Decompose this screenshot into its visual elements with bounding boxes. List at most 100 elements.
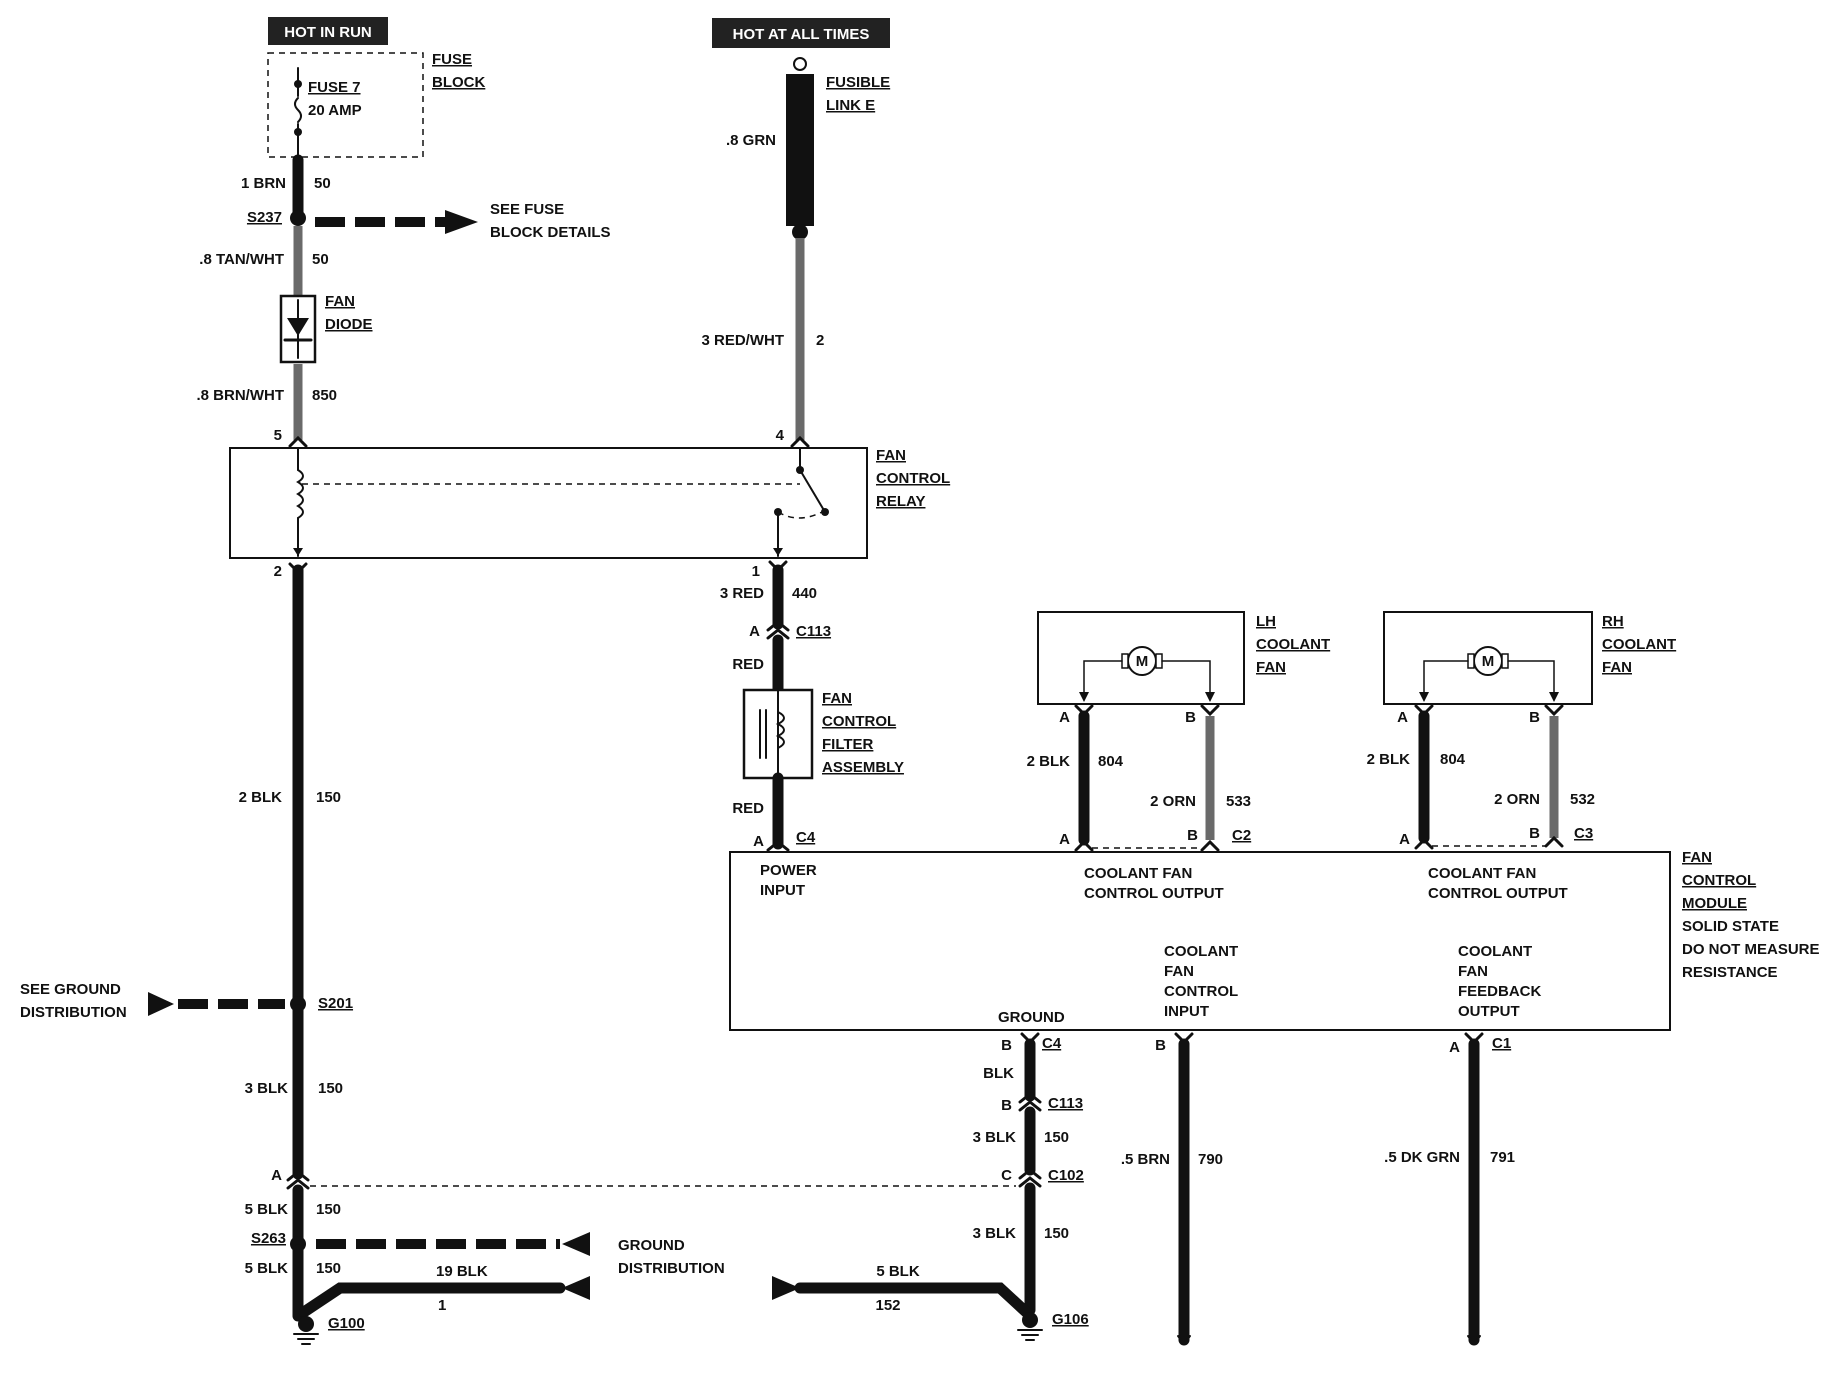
svg-text:GROUND: GROUND	[618, 1237, 685, 1254]
svg-text:150: 150	[316, 789, 341, 806]
ground-g100-icon	[293, 1316, 319, 1345]
svg-text:.8 TAN/WHT: .8 TAN/WHT	[199, 251, 284, 268]
fuse-block: FUSE 7 20 AMP FUSE BLOCK	[267, 51, 485, 158]
see-fuse-block-details-2: BLOCK DETAILS	[490, 224, 611, 241]
svg-text:HOT AT ALL TIMES: HOT AT ALL TIMES	[733, 26, 870, 43]
svg-text:C3: C3	[1574, 825, 1593, 842]
fan-control-relay: FAN CONTROL RELAY	[229, 447, 950, 559]
svg-text:A: A	[1399, 831, 1410, 848]
svg-text:S237: S237	[247, 209, 282, 226]
svg-text:2 BLK: 2 BLK	[239, 789, 283, 806]
lh-coolant-fan: M LH COOLANT FAN A B 2 BLK 804 2 ORN 533…	[1027, 611, 1330, 852]
svg-text:3 BLK: 3 BLK	[973, 1225, 1017, 1242]
svg-text:A: A	[271, 1167, 282, 1184]
svg-text:RED: RED	[732, 800, 764, 817]
svg-text:A: A	[753, 833, 764, 850]
svg-text:790: 790	[1198, 1151, 1223, 1168]
fuse-block-title-2: BLOCK	[432, 74, 485, 91]
svg-text:150: 150	[1044, 1225, 1069, 1242]
svg-text:1 BRN: 1 BRN	[241, 175, 286, 192]
svg-text:FUSIBLE: FUSIBLE	[826, 74, 890, 91]
svg-text:.8 GRN: .8 GRN	[726, 132, 776, 149]
svg-text:COOLANT FAN: COOLANT FAN	[1084, 865, 1192, 882]
svg-text:.5 DK GRN: .5 DK GRN	[1384, 1149, 1460, 1166]
svg-text:FEEDBACK: FEEDBACK	[1458, 983, 1542, 1000]
svg-text:B: B	[1001, 1037, 1012, 1054]
lh-motor-icon: M	[1136, 653, 1149, 670]
svg-text:A: A	[1059, 831, 1070, 848]
svg-text:CONTROL OUTPUT: CONTROL OUTPUT	[1428, 885, 1568, 902]
svg-text:C2: C2	[1232, 827, 1251, 844]
svg-text:C1: C1	[1492, 1035, 1511, 1052]
svg-text:150: 150	[316, 1260, 341, 1277]
svg-text:FAN: FAN	[1602, 659, 1632, 676]
svg-text:FAN: FAN	[325, 293, 355, 310]
svg-text:2 BLK: 2 BLK	[1367, 751, 1411, 768]
svg-text:C4: C4	[796, 829, 816, 846]
svg-text:RED: RED	[732, 656, 764, 673]
svg-text:C113: C113	[1048, 1095, 1083, 1112]
svg-text:G106: G106	[1052, 1311, 1089, 1328]
svg-text:A: A	[1397, 709, 1408, 726]
svg-text:804: 804	[1098, 753, 1124, 770]
svg-text:4: 4	[776, 427, 785, 444]
svg-text:2: 2	[816, 332, 824, 349]
svg-text:INPUT: INPUT	[760, 882, 805, 899]
svg-text:1: 1	[752, 563, 760, 580]
svg-text:B: B	[1001, 1097, 1012, 1114]
svg-text:791: 791	[1490, 1149, 1515, 1166]
svg-text:5 BLK: 5 BLK	[876, 1263, 920, 1280]
svg-text:C4: C4	[1042, 1035, 1062, 1052]
fuse-block-title-1: FUSE	[432, 51, 472, 68]
svg-text:3 BLK: 3 BLK	[245, 1080, 289, 1097]
svg-text:FAN: FAN	[1682, 849, 1712, 866]
svg-text:S263: S263	[251, 1230, 286, 1247]
svg-text:CONTROL: CONTROL	[1682, 872, 1756, 889]
rh-motor-icon: M	[1482, 653, 1495, 670]
svg-text:FAN: FAN	[876, 447, 906, 464]
svg-text:CONTROL: CONTROL	[876, 470, 950, 487]
svg-text:B: B	[1155, 1037, 1166, 1054]
svg-text:440: 440	[792, 585, 817, 602]
rh-coolant-fan: M RH COOLANT FAN A B 2 BLK 804 2 ORN 532…	[1367, 611, 1676, 850]
svg-text:DIODE: DIODE	[325, 316, 373, 333]
svg-text:FAN: FAN	[822, 690, 852, 707]
fan-control-module: FAN CONTROL MODULE SOLID STATE DO NOT ME…	[729, 849, 1820, 1031]
splice-s237	[290, 210, 306, 226]
svg-text:FAN: FAN	[1164, 963, 1194, 980]
svg-text:RELAY: RELAY	[876, 493, 925, 510]
svg-text:150: 150	[316, 1201, 341, 1218]
svg-text:S201: S201	[318, 995, 353, 1012]
svg-text:3 RED/WHT: 3 RED/WHT	[702, 332, 785, 349]
svg-text:RESISTANCE: RESISTANCE	[1682, 964, 1778, 981]
svg-text:CONTROL: CONTROL	[822, 713, 896, 730]
svg-text:5 BLK: 5 BLK	[245, 1201, 289, 1218]
svg-text:FILTER: FILTER	[822, 736, 874, 753]
svg-text:GROUND: GROUND	[998, 1009, 1065, 1026]
svg-text:BLK: BLK	[983, 1065, 1014, 1082]
fan-diode: FAN DIODE	[279, 293, 373, 364]
svg-text:533: 533	[1226, 793, 1251, 810]
svg-text:2: 2	[274, 563, 282, 580]
module-output-wires: B .5 BRN 790 A C1 .5 DK GRN 791	[1121, 1032, 1515, 1346]
fuse-amp: 20 AMP	[308, 102, 362, 119]
svg-text:150: 150	[318, 1080, 343, 1097]
svg-text:5: 5	[274, 427, 282, 444]
svg-text:C: C	[1001, 1167, 1012, 1184]
svg-text:FAN: FAN	[1458, 963, 1488, 980]
svg-text:.5 BRN: .5 BRN	[1121, 1151, 1170, 1168]
svg-text:CONTROL OUTPUT: CONTROL OUTPUT	[1084, 885, 1224, 902]
svg-text:532: 532	[1570, 791, 1595, 808]
svg-text:5 BLK: 5 BLK	[245, 1260, 289, 1277]
svg-text:.8 BRN/WHT: .8 BRN/WHT	[197, 387, 285, 404]
ground-distribution-label: GROUND DISTRIBUTION	[618, 1237, 725, 1277]
svg-text:OUTPUT: OUTPUT	[1458, 1003, 1520, 1020]
relay-output-circuit: 2 1 3 RED 440 A C113 RED FAN CONTROL FIL…	[274, 560, 904, 852]
svg-text:2 BLK: 2 BLK	[1027, 753, 1071, 770]
svg-text:A: A	[1449, 1039, 1460, 1056]
svg-text:152: 152	[875, 1297, 900, 1314]
svg-text:COOLANT FAN: COOLANT FAN	[1428, 865, 1536, 882]
svg-text:B: B	[1529, 709, 1540, 726]
svg-text:19 BLK: 19 BLK	[436, 1263, 488, 1280]
fusible-link: FUSIBLE LINK E .8 GRN	[726, 57, 890, 240]
